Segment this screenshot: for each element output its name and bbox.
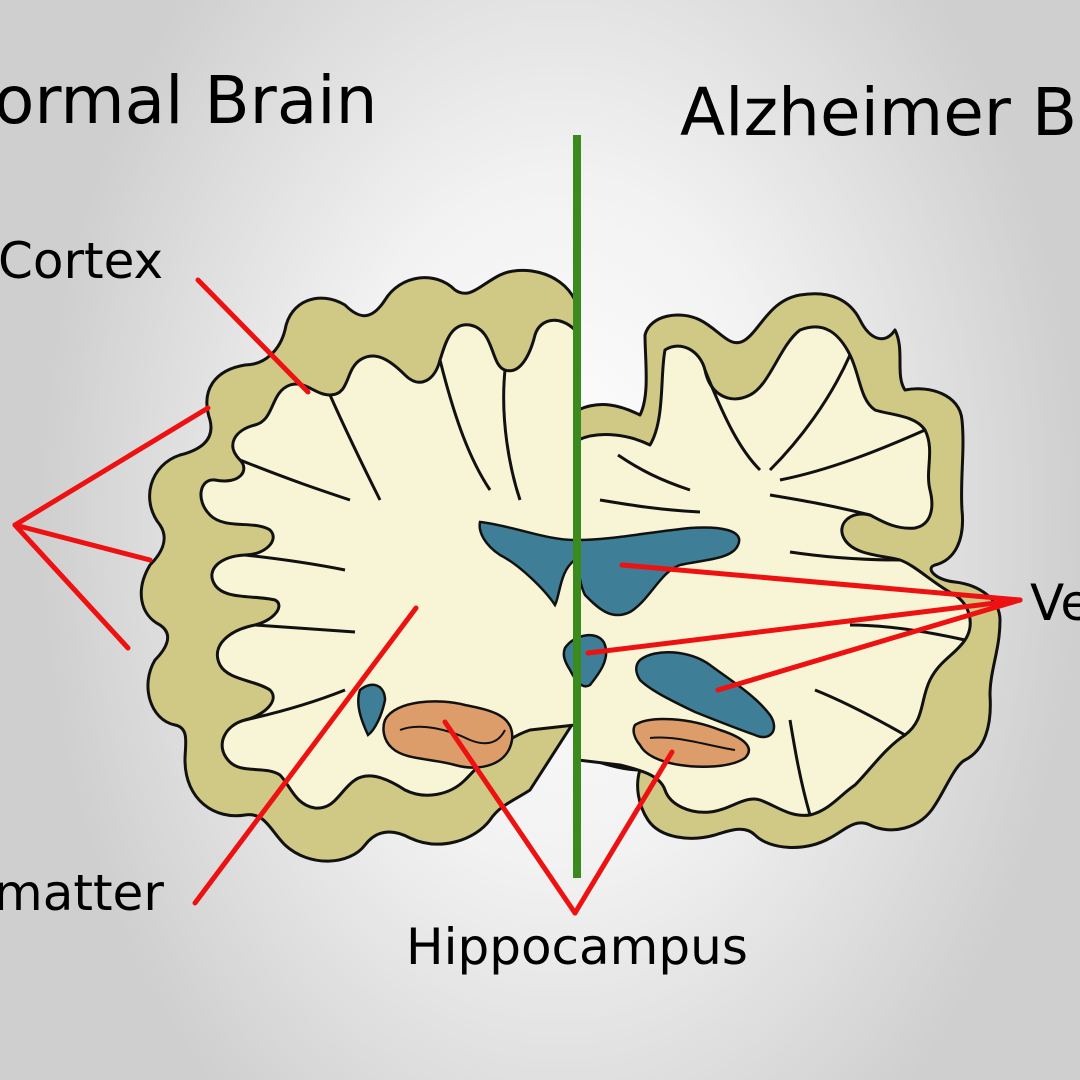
alzheimer-brain-ventricle-upper [576,526,741,617]
normal-brain [139,268,577,863]
white-matter-pointer [192,605,419,906]
sulci-pointer-1 [12,405,211,528]
alzheimer-brain-ventricle-lower [635,650,776,739]
normal-brain-title: ormal Brain [0,62,378,139]
normal-brain-hippocampus [382,700,514,769]
normal-brain-sulci-folds [239,359,522,722]
alzheimer-brain-hippocampus [632,717,751,768]
normal-brain-ventricle [478,520,577,608]
alzheimer-brain [562,292,1002,849]
hippocampus-pointer-left [442,719,578,916]
ventricle-pointer-1 [619,562,1023,603]
alzheimer-brain-title: Alzheimer B [680,74,1078,151]
alzheimer-brain-sulci-folds [599,354,966,816]
sulci-pointer-2 [12,522,153,563]
sulci-label: i [0,500,2,550]
cortex-label: Cortex [0,232,164,290]
cortex-pointer [195,277,311,395]
ventricles-label: Ve [1030,574,1080,632]
ventricle-pointer-2 [585,597,1023,656]
white-matter-label: matter [0,864,164,922]
hippocampus-label: Hippocampus [406,918,748,976]
normal-brain-ventricle-small [357,683,387,737]
pointer-lines [12,277,1023,916]
hippocampus-pointer-right [572,749,675,916]
normal-brain-white-matter [199,319,577,810]
sulci-pointer-3 [12,522,131,651]
ventricle-pointer-3 [715,597,1023,693]
